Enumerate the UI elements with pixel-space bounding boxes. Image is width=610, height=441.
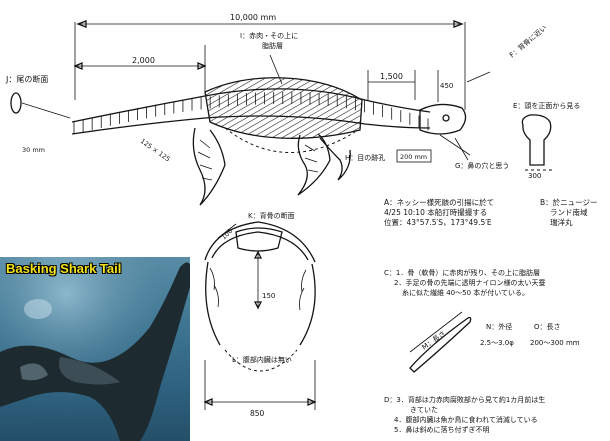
dim-left-label: 2,000: [132, 56, 155, 65]
dimension-total-length: 10,000 mm: [74, 13, 466, 110]
label-i: I：赤肉・その上に 脂肪層: [240, 31, 300, 50]
rear-flipper: [297, 133, 351, 196]
tail-cross-section-oval: [10, 92, 22, 114]
fiber-sketch: M：長さ: [409, 311, 472, 373]
note-d-line-2: きていた: [410, 406, 438, 414]
photo-title: Basking Shark Tail: [6, 261, 122, 276]
note-b: B：於ニュージー ランド南域 瑞洋丸: [540, 198, 598, 228]
dimension-left: 2,000: [73, 45, 207, 92]
label-h: H：目の跡孔: [345, 153, 385, 162]
body-outline-dashed: [224, 127, 356, 154]
label-o: O：長さ: [534, 323, 561, 331]
label-k: K：背骨の断面: [248, 211, 295, 220]
note-c-line-3: 糸に似た繊維 40～50 本が付いている。: [402, 289, 530, 297]
note-a-line-3: 位置：43°57.5′S，173°49.5′E: [384, 218, 492, 227]
spine-cross-section: 150 100: [204, 221, 316, 372]
basking-shark-photo: Basking Shark Tail: [0, 257, 190, 441]
label-f: F：背骨に近い: [508, 23, 549, 59]
dim-angle-label: 125 × 125: [139, 137, 172, 163]
label-n: N：外径: [486, 322, 512, 331]
note-d: D：3．背部は力赤肉腐敗部から見て約1カ月前は生 きていた 4．腹部内臓は魚か鳥…: [384, 395, 545, 435]
dimension-right: 1,500 450: [367, 70, 453, 102]
note-b-line-3: 瑞洋丸: [550, 218, 573, 227]
front-flipper: [192, 127, 226, 206]
dim-right-small-label: 450: [440, 82, 453, 90]
value-o: 200～300 mm: [530, 339, 580, 347]
note-a-line-1: A：ネッシー様死骸の引揚に於て: [384, 198, 495, 207]
value-n: 2.5～3.0φ: [480, 339, 514, 347]
note-d-line-4: 5．鼻は斜めに落ち付ずぎ不明: [394, 426, 490, 434]
shark-photo-art: [0, 257, 190, 441]
label-e: E：頭を正面から見る: [513, 102, 580, 110]
note-d-line-1: D：3．背部は力赤肉腐敗部から見て約1カ月前は生: [384, 396, 546, 404]
note-b-line-2: ランド南域: [550, 208, 588, 217]
label-l: L：腹部内臓は無い: [232, 355, 292, 364]
head-front-view: 300: [521, 114, 552, 180]
dim-small-left-label: 30 mm: [22, 146, 45, 154]
note-d-line-3: 4．腹部内臓は魚か鳥に食われて消滅している: [394, 416, 538, 424]
dim-cross-width-label: 850: [250, 409, 265, 418]
dim-right-label: 1,500: [380, 72, 403, 81]
note-a-line-2: 4/25 10:10 本船打時撮撮する: [384, 208, 488, 217]
dim-e-label: 300: [528, 172, 541, 180]
label-j: J：尾の断面: [5, 74, 48, 84]
shark-body-shape: [0, 262, 190, 441]
hole-size-box: [396, 149, 432, 163]
label-g: G：鼻の穴と思う: [455, 161, 509, 170]
note-b-line-1: B：於ニュージー: [540, 198, 598, 207]
dim-hole-label: 200 mm: [400, 153, 427, 161]
dim-total-label: 10,000 mm: [230, 13, 276, 22]
note-c-line-1: C：1．骨（軟骨）に赤肉が残り、その上に脂肪層: [384, 269, 541, 277]
head-skull: [419, 103, 471, 156]
body-flesh-hatched: [204, 77, 363, 139]
note-c-line-2: 2．手足の骨の先端に透明ナイロン様の太い天蚕: [394, 279, 546, 287]
note-c: C：1．骨（軟骨）に赤肉が残り、その上に脂肪層 2．手足の骨の先端に透明ナイロン…: [384, 268, 545, 298]
note-a: A：ネッシー様死骸の引揚に於て 4/25 10:10 本船打時撮撮する 位置：4…: [384, 198, 494, 228]
dim-cross-inner-label: 150: [262, 292, 275, 300]
